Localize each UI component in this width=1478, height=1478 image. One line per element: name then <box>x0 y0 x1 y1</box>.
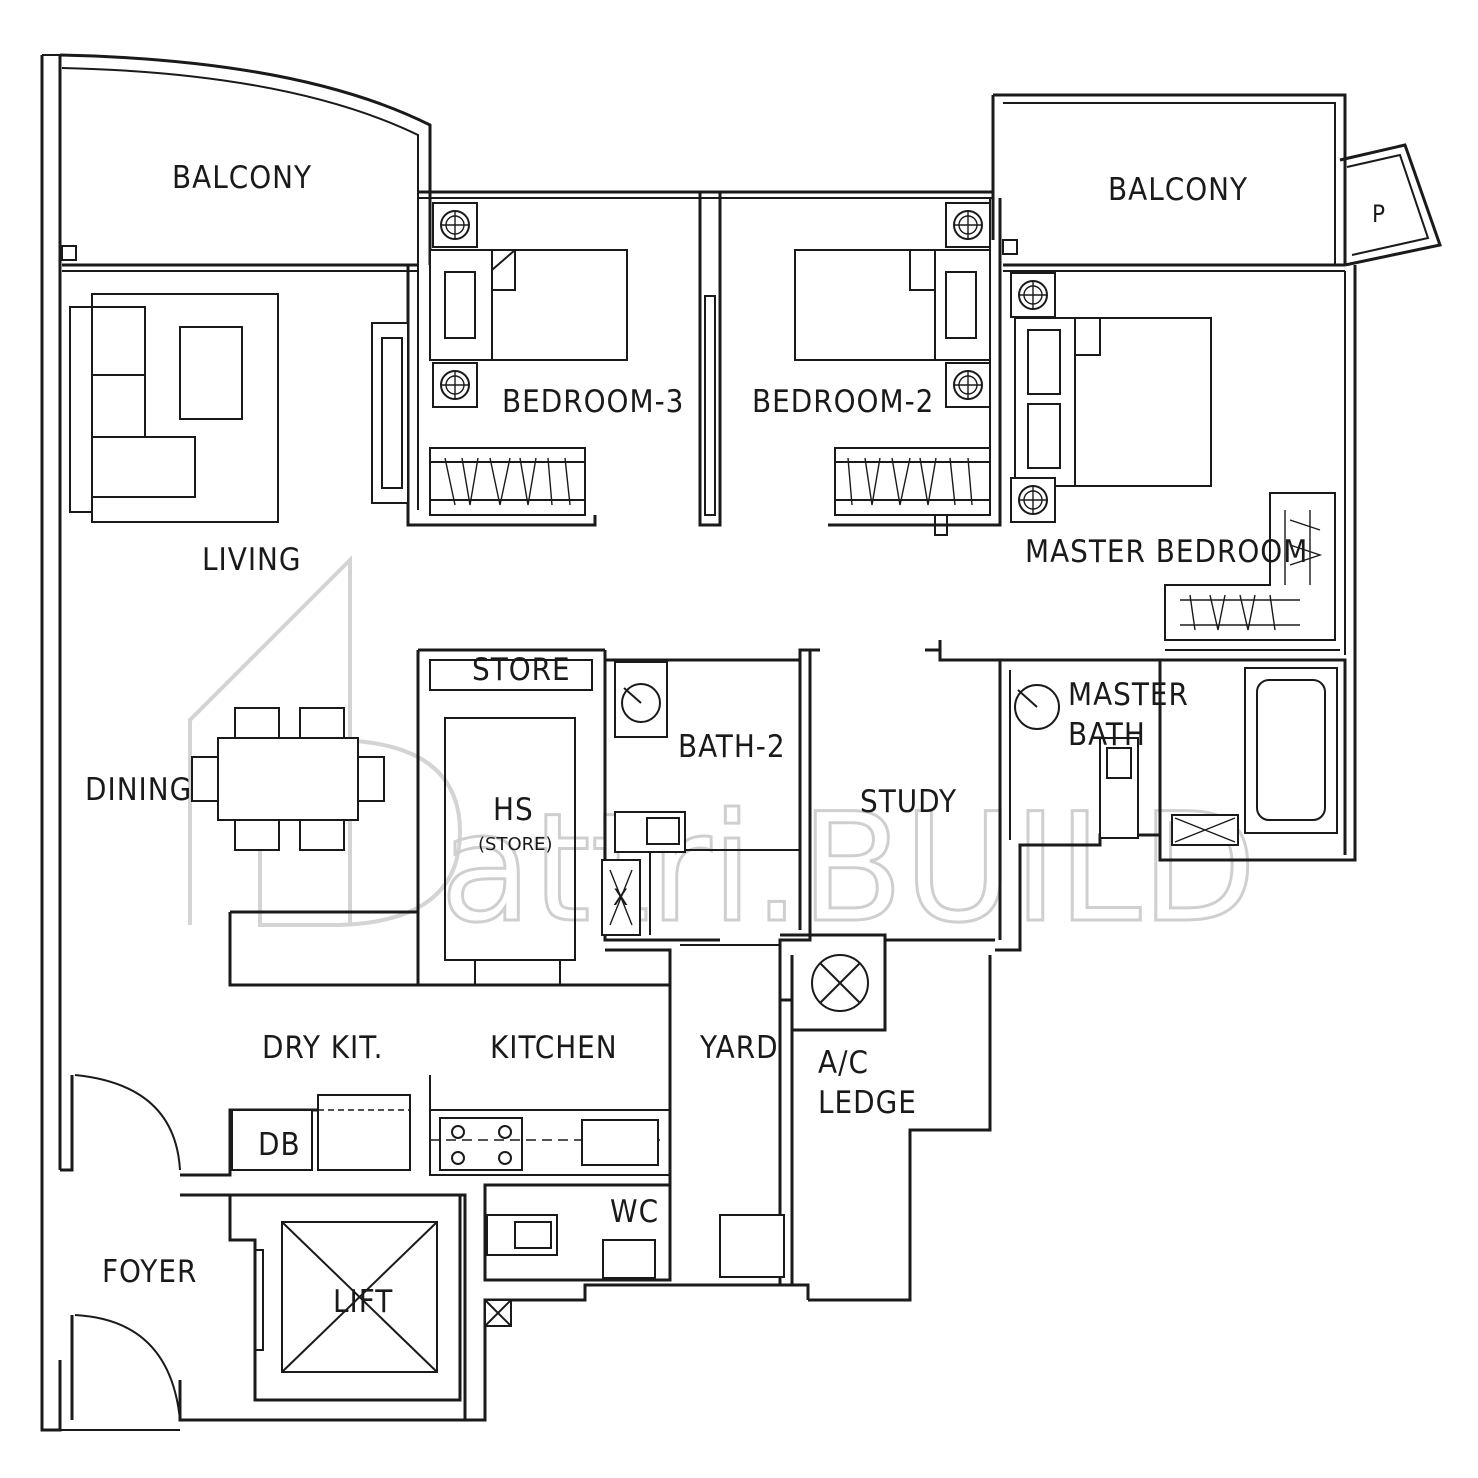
label-bedroom3: BEDROOM-3 <box>502 384 684 420</box>
fridge-icon <box>317 1094 411 1171</box>
label-master-bath-line1: MASTER <box>1068 677 1189 713</box>
lamp-icon <box>1010 477 1056 523</box>
label-living: LIVING <box>202 542 302 578</box>
wardrobe-master-icon <box>1180 510 1323 631</box>
lamp-icon <box>432 362 478 408</box>
riser-box-icon <box>484 1299 512 1327</box>
label-ac-ledge-line1: A/C <box>818 1045 869 1081</box>
bath2-fixtures-icon <box>601 661 686 936</box>
label-kitchen: KITCHEN <box>490 1030 618 1066</box>
lift-icon <box>281 1221 438 1373</box>
label-dining: DINING <box>85 772 192 808</box>
ac-unit-icon <box>811 954 869 1012</box>
lamp-icon <box>945 362 991 408</box>
label-planter: P <box>1372 200 1386 228</box>
furniture <box>69 202 1338 1421</box>
door-swing-icons <box>70 1074 264 1421</box>
lamp-icons <box>432 202 1056 523</box>
lamp-icon <box>1010 272 1056 318</box>
bed-bedroom2-icon <box>794 249 991 361</box>
label-ac-ledge-line2: LEDGE <box>818 1085 917 1121</box>
master-bath-fixtures-icon <box>1014 667 1338 846</box>
label-hs-sub: (STORE) <box>478 834 553 855</box>
label-dry-kit: DRY KIT. <box>262 1030 383 1066</box>
wardrobe-bedroom2-icon <box>834 447 991 516</box>
label-bedroom2: BEDROOM-2 <box>752 384 934 420</box>
wc-fixtures-icon <box>486 1214 785 1279</box>
kitchen-sink-icon <box>581 1119 659 1166</box>
label-master-bedroom: MASTER BEDROOM <box>1025 534 1308 570</box>
label-shower-x: X <box>613 886 628 911</box>
bed-master-icon <box>1014 317 1212 487</box>
watermark-d-letter-icon <box>258 738 463 927</box>
label-study: STUDY <box>860 784 957 820</box>
lamp-icon <box>945 202 991 248</box>
db-box-icon <box>231 1109 313 1171</box>
bed-bedroom3-icon <box>429 249 628 361</box>
sofa-icon <box>69 293 279 523</box>
lamp-icon <box>432 202 478 248</box>
label-foyer: FOYER <box>102 1254 197 1290</box>
interior-walls <box>60 192 1347 1402</box>
label-bath2: BATH-2 <box>678 729 786 765</box>
label-wc: WC <box>610 1194 659 1230</box>
label-db: DB <box>258 1127 301 1163</box>
label-yard: YARD <box>699 1030 779 1066</box>
dining-table-icon <box>191 707 385 851</box>
label-master-bath-line2: BATH <box>1068 717 1146 753</box>
label-balcony-right: BALCONY <box>1108 172 1248 208</box>
label-hs: HS <box>493 792 534 828</box>
label-store: STORE <box>472 652 571 688</box>
label-lift: LIFT <box>333 1284 393 1320</box>
label-balcony-left: BALCONY <box>172 160 312 196</box>
room-labels: BALCONY BALCONY P BEDROOM-3 BEDROOM-2 MA… <box>85 160 1386 1320</box>
hob-icon <box>430 1117 660 1171</box>
wardrobe-bedroom3-icon <box>429 447 586 516</box>
tv-cabinet-icon <box>371 322 409 504</box>
